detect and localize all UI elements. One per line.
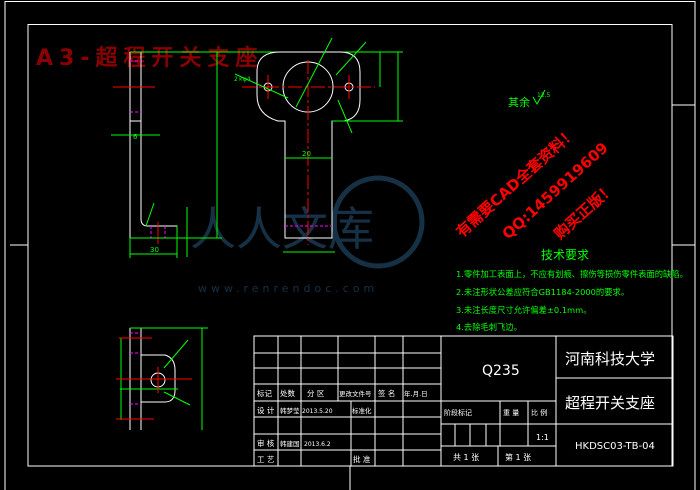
tb-material: Q235 [482,363,520,379]
tb-header: 分 区 [307,389,325,398]
red-notes: 有需要CAD全套资料！ QQ:1459919609 购买正版！ [453,124,619,243]
tb-standard-label: 标准化 [352,406,372,415]
roughness-value: 12.5 [537,92,551,99]
tb-part-name: 超程开关支座 [565,394,655,412]
tb-header: 年.月.日 [404,389,428,398]
tech-title: 技术要求 [541,248,589,262]
tb-review-label: 审 核 [257,438,275,448]
roughness-symbol-icon [532,89,546,106]
tech-item: 2.未注形状公差应符合GB1184-2000的要求。 [456,287,629,297]
tb-stage-header: 阶段标记 [444,408,472,417]
tb-scale: 1:1 [536,433,549,442]
tb-design-label: 设 计 [257,405,275,415]
tech-item: 3.未注长度尺寸允许偏差±0.1mm。 [456,305,592,315]
tb-approve-label: 批 准 [353,454,371,464]
tb-review-date: 2013.6.2 [304,441,331,448]
outer-frame [4,1,696,490]
tb-school: 河南科技大学 [565,350,655,368]
tech-item: 4.去除毛刺飞边。 [456,322,522,332]
tb-sheets: 共 1 张 [453,453,479,462]
tb-drawing-no: HKDSC03-TB-04 [575,441,655,452]
watermark-url: www.renrendoc.com [198,282,378,295]
dim-side-base: 30 [150,246,159,254]
watermark-brand: 人人文库 [190,202,374,256]
watermark-logo: 人人文库 www.renrendoc.com [190,175,425,295]
tech-item: 1.零件加工表面上，不应有划痕、擦伤等损伤零件表面的缺陷。 [456,269,688,279]
tb-process-label: 工 艺 [257,455,274,464]
tb-weight-header: 重 量 [503,409,519,417]
roughness-label: 其余 [508,95,530,109]
dim-side-width: 6 [133,133,138,141]
tb-header: 签 名 [378,388,395,398]
tb-header: 标记 [257,388,272,398]
side-view [111,51,403,258]
dim-hole-label: 2×φ4 [234,76,251,83]
tb-design-date: 2013.5.20 [302,408,333,415]
bottom-view [116,327,208,430]
tb-reviewer: 韩建国 [280,439,300,448]
front-view [234,37,403,253]
tb-header: 处数 [280,388,295,398]
tb-sheet-no: 第 1 张 [505,452,531,462]
tb-designer: 韩梦莹 [280,406,300,415]
tb-scale-header: 比 例 [531,408,547,417]
tb-header: 更改文件号 [339,389,372,398]
tech-requirements: 技术要求 1.零件加工表面上，不应有划痕、擦伤等损伤零件表面的缺陷。 2.未注形… [456,248,688,332]
drawing-title: A3-超程开关支座 [36,45,263,71]
title-block [253,335,674,467]
dim-stem-width: 20 [302,150,311,158]
